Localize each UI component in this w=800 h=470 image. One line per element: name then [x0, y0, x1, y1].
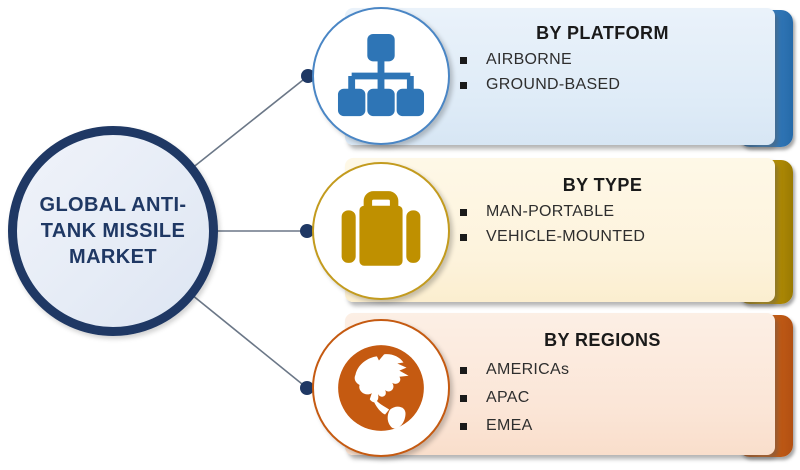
panel-item-label: MAN-PORTABLE [486, 203, 615, 220]
connector-dot [300, 224, 314, 238]
connector-dot [300, 381, 314, 395]
briefcase-icon [341, 191, 421, 266]
connector-dot [301, 69, 315, 83]
market-hub-circle: GLOBAL ANTI- TANK MISSILE MARKET [8, 126, 218, 336]
bullet-square-icon [460, 394, 467, 402]
market-title-line: GLOBAL ANTI- [39, 194, 187, 216]
panel-item-label: APAC [486, 389, 530, 406]
panel-item-label: AMERICAs [486, 361, 570, 378]
bullet-square-icon [460, 422, 467, 430]
bullet-square-icon [460, 208, 467, 216]
panel-item-label: AIRBORNE [486, 51, 572, 68]
panel-title: BY TYPE [562, 175, 643, 195]
panel-item: AMERICAs [460, 361, 775, 379]
panel-item-label: VEHICLE-MOUNTED [486, 228, 646, 245]
sitemap-icon [337, 33, 425, 117]
bullet-square-icon [460, 233, 467, 241]
market-title-line: TANK MISSILE [40, 220, 186, 242]
globe-americas-icon [338, 345, 424, 431]
panel-item: EMEA [460, 417, 775, 435]
panel-items: AMERICAs APAC EMEA [460, 361, 775, 435]
type-icon-circle [312, 162, 450, 300]
panel-title: BY REGIONS [544, 330, 661, 350]
market-title-line: MARKET [69, 246, 157, 268]
panel-item-label: GROUND-BASED [486, 76, 621, 93]
panel-item-label: EMEA [486, 417, 533, 434]
panel-item: APAC [460, 389, 775, 407]
bullet-square-icon [460, 56, 467, 64]
panel-items: MAN-PORTABLE VEHICLE-MOUNTED [460, 203, 775, 246]
regions-icon-circle [312, 319, 450, 457]
market-title: GLOBAL ANTI- TANK MISSILE MARKET [39, 192, 186, 270]
bullet-square-icon [460, 366, 467, 374]
bullet-square-icon [460, 81, 467, 89]
panel-item: AIRBORNE [460, 51, 775, 69]
panel-item: VEHICLE-MOUNTED [460, 228, 775, 246]
panel-title: BY PLATFORM [536, 23, 669, 43]
panel-item: GROUND-BASED [460, 76, 775, 94]
panel-items: AIRBORNE GROUND-BASED [460, 51, 775, 94]
panel-item: MAN-PORTABLE [460, 203, 775, 221]
platform-icon-circle [312, 7, 450, 145]
